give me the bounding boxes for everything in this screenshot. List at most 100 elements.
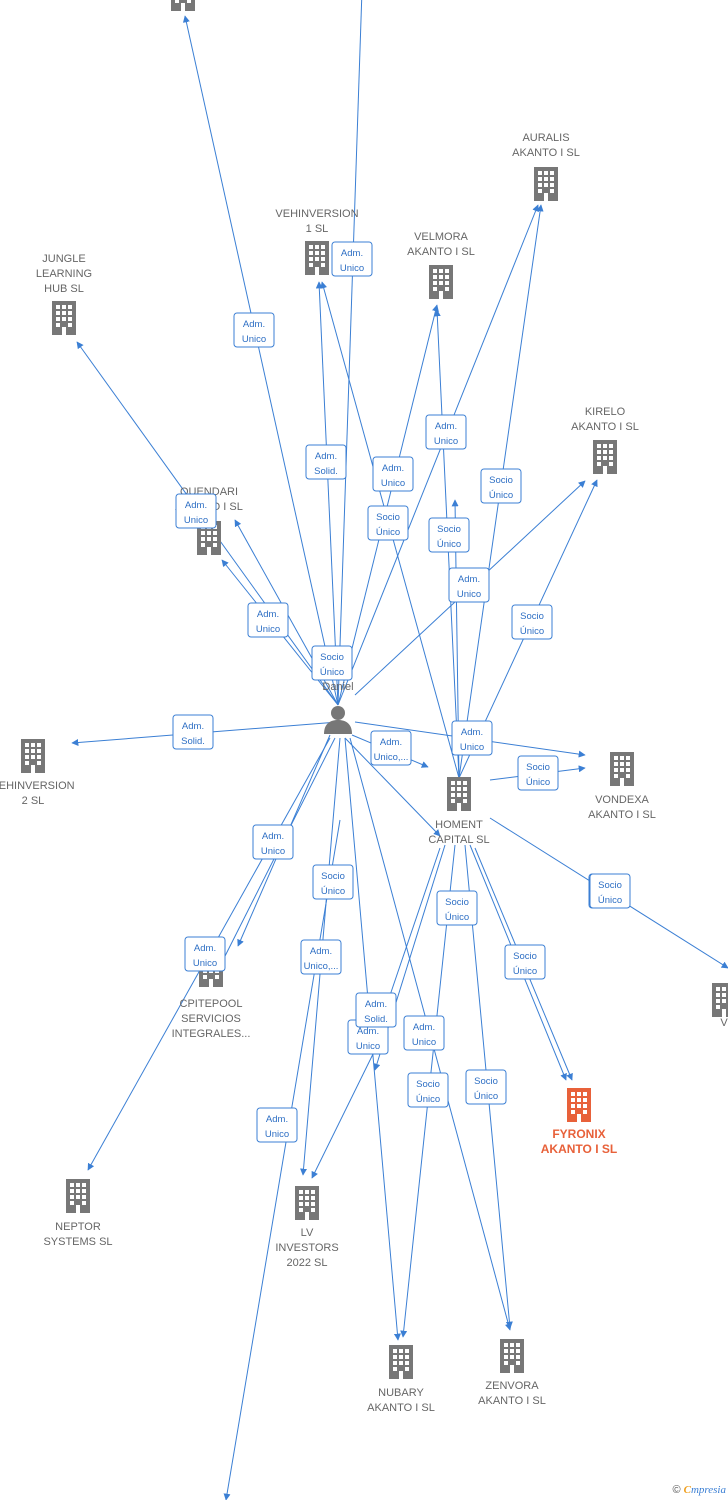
node-label: HUB SL: [44, 283, 84, 295]
edge-label-9[interactable]: Adm.Unico: [425, 414, 467, 450]
edge-label-text: Unico: [412, 1037, 436, 1048]
edge-label-19[interactable]: Adm.Unico: [184, 936, 226, 972]
node-label: HOMENT: [435, 819, 483, 831]
node-label: ZENVORA: [485, 1380, 539, 1392]
edge-label-11[interactable]: Adm. Unico: [448, 567, 490, 603]
edge-label-box: [448, 567, 490, 603]
node-label: JUNGLE: [42, 253, 85, 265]
node-cpitepool[interactable]: CPITEPOOLSERVICIOSINTEGRALES...: [172, 953, 251, 1040]
edge-labels-layer: Adm.UnicoAdm.UnicoAdm.UnicoAdm.Solid.Adm…: [172, 241, 631, 1143]
edge-label-text: Adm.: [185, 500, 207, 511]
building-icon: [429, 265, 453, 299]
edge-label-text: Unico: [457, 589, 481, 600]
node-person[interactable]: Daniel: [322, 681, 354, 734]
edge-label-text: Único: [598, 895, 622, 906]
edge-label-text: Único: [513, 966, 537, 977]
node-label: VELMORA: [414, 231, 468, 243]
edge-label-4[interactable]: Adm.Unico: [247, 602, 289, 638]
node-zenvora[interactable]: ZENVORA AKANTO I SL: [478, 1339, 546, 1407]
edge-label-1[interactable]: Adm.Unico: [331, 241, 373, 277]
node-label: AKANTO I SL: [478, 1395, 546, 1407]
edge-label-3[interactable]: Adm.Solid.: [305, 444, 347, 480]
node-label: NEPTOR: [55, 1221, 101, 1233]
edge-label-text: Socio: [445, 897, 469, 908]
edge-label-box: [247, 602, 289, 638]
node-label: AKANTO I SL: [407, 246, 475, 258]
edge-label-text: Único: [376, 527, 400, 538]
edge-label-text: Adm.: [243, 319, 265, 330]
edge-label-text: Único: [445, 912, 469, 923]
building-icon: [500, 1339, 524, 1373]
edge-label-text: Único: [416, 1094, 440, 1105]
edge-label-14[interactable]: Adm.Unico,...: [370, 730, 412, 766]
edge-label-6[interactable]: Adm.Unico: [372, 456, 414, 492]
node-vright[interactable]: V: [712, 983, 728, 1029]
edge-label-13[interactable]: Adm. Solid.: [172, 714, 214, 750]
node-label: INTEGRALES...: [172, 1028, 251, 1040]
edge-label-text: Adm.: [262, 831, 284, 842]
footer-brand[interactable]: © Cmpresia: [672, 1484, 726, 1496]
node-vehinv2[interactable]: VEHINVERSION2 SL: [0, 739, 75, 807]
building-icon: [21, 739, 45, 773]
edge-label-text: Adm.: [458, 574, 480, 585]
edge-label-text: Solid.: [181, 736, 205, 747]
edge-label-26[interactable]: Adm.Unico: [256, 1107, 298, 1143]
node-velmora[interactable]: VELMORA AKANTO I SL: [407, 231, 475, 299]
edge-label-text: Adm.: [382, 463, 404, 474]
edge-label-text: Adm.: [365, 999, 387, 1010]
edge-label-box: [425, 414, 467, 450]
building-icon: [305, 241, 329, 275]
node-label: V: [720, 1017, 728, 1029]
edge-label-text: Adm.: [357, 1026, 379, 1037]
edge-label-29[interactable]: Adm. Solid.: [355, 992, 397, 1028]
building-icon: [447, 777, 471, 811]
edge-label-box: [436, 890, 478, 926]
building-icon: [66, 1179, 90, 1213]
edge-label-17[interactable]: Adm. Unico: [252, 824, 294, 860]
edge-label-text: Adm.: [182, 721, 204, 732]
edge-3: [337, 304, 439, 706]
node-label: LV: [301, 1227, 314, 1239]
building-icon: [567, 1088, 591, 1122]
edge-label-box: [355, 992, 397, 1028]
edge-33: [223, 819, 341, 1500]
edge-label-text: Adm.: [266, 1114, 288, 1125]
edge-label-2[interactable]: Adm.Unico: [175, 493, 217, 529]
edge-label-text: Unico: [261, 846, 285, 857]
edge-label-text: Solid.: [364, 1014, 388, 1025]
node-top[interactable]: [171, 0, 195, 11]
edge-label-24[interactable]: Adm.Unico: [403, 1015, 445, 1051]
edge-label-box: [504, 944, 546, 980]
edge-label-15[interactable]: Adm.Unico: [451, 720, 493, 756]
edge-label-text: Unico,...: [304, 961, 339, 972]
edge-label-0[interactable]: Adm.Unico: [233, 312, 275, 348]
edge-label-text: Solid.: [314, 466, 338, 477]
node-label: AKANTO I SL: [571, 421, 639, 433]
edge-label-text: Socio: [520, 611, 544, 622]
edge-label-22[interactable]: Adm.Unico,...: [300, 939, 342, 975]
edge-label-box: [172, 714, 214, 750]
